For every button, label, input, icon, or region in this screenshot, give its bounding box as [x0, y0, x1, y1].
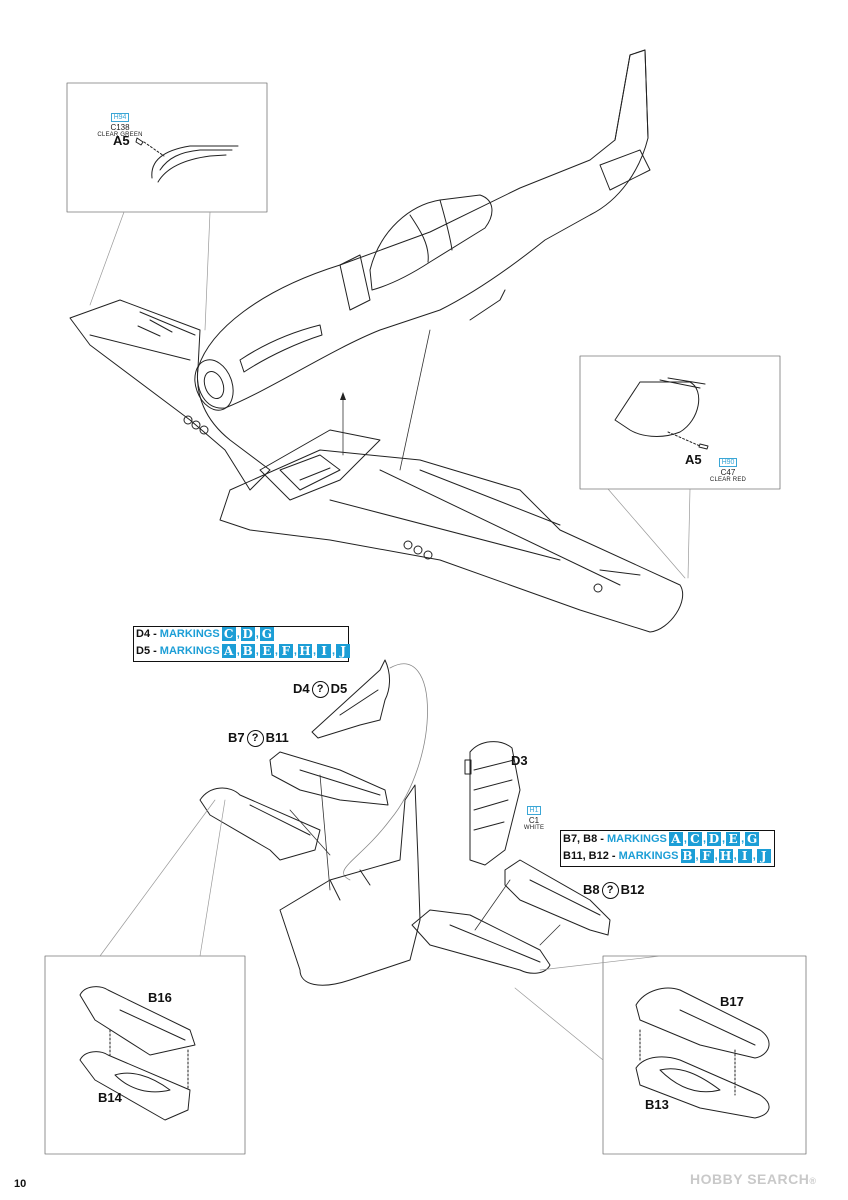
- markings-row-d4: D4 - MARKINGS C, D, G: [136, 627, 274, 641]
- marking-tag: H: [297, 644, 312, 658]
- marking-tag: I: [737, 849, 752, 863]
- fuselage: [196, 49, 649, 409]
- paint-code-badge: H90: [718, 458, 738, 468]
- marking-tag: A: [221, 644, 236, 658]
- part-choice-d4-d5: D4?D5: [293, 681, 347, 699]
- canopy: [369, 194, 493, 291]
- part-ref: B7, B8: [563, 833, 598, 845]
- marking-tag: J: [756, 849, 771, 863]
- stab-b7-b11: [269, 751, 389, 806]
- paint-code-white: H1 C1 WHITE: [520, 800, 548, 831]
- elevator-left: [199, 787, 321, 861]
- question-icon: ?: [601, 882, 619, 900]
- paint-code-clear-red: H90 C47 CLEAR RED: [700, 452, 756, 483]
- markings-row-b7-b8: B7, B8 - MARKINGS A, C, D, E, G: [563, 832, 760, 846]
- connector-arc: [343, 663, 428, 881]
- markings-label: MARKINGS: [159, 628, 220, 640]
- markings-label: MARKINGS: [159, 645, 220, 657]
- part-label-a5-top: A5: [113, 133, 130, 148]
- paint-code-badge: H1: [526, 806, 542, 816]
- marking-tag: E: [259, 644, 274, 658]
- wingtip-detail-top: [151, 145, 239, 183]
- markings-label: MARKINGS: [606, 833, 667, 845]
- color-name: WHITE: [523, 825, 545, 832]
- rudder-d4-d5: [311, 659, 390, 739]
- color-code: C47: [720, 467, 736, 477]
- part-label-a5-right: A5: [685, 452, 702, 467]
- watermark: HOBBY SEARCH®: [690, 1171, 816, 1187]
- paint-code-clear-green: H94 C138 CLEAR GREEN: [92, 107, 148, 138]
- b13-detail: [635, 1056, 770, 1119]
- part-ref: D5: [136, 645, 151, 657]
- part-choice-b7-b11: B7?B11: [228, 730, 289, 748]
- registered-mark: ®: [809, 1176, 817, 1186]
- watermark-text: HOBBY SEARCH: [690, 1171, 810, 1187]
- tail-fuselage: [279, 784, 421, 986]
- page-number: 10: [14, 1178, 27, 1190]
- color-name: CLEAR GREEN: [97, 132, 143, 139]
- marking-tag: H: [718, 849, 733, 863]
- part-ref: D4: [136, 628, 151, 640]
- part-label-b16: B16: [148, 990, 172, 1005]
- paint-code-badge: H94: [110, 113, 130, 123]
- b14-detail: [79, 1051, 191, 1121]
- callout-frame-bottom-left: [44, 955, 246, 1155]
- light-lens-right: [698, 443, 709, 450]
- color-name: CLEAR RED: [709, 477, 747, 484]
- part-label-b17: B17: [720, 994, 744, 1009]
- elevator-right: [411, 909, 551, 974]
- light-lens-top: [135, 137, 144, 146]
- part-choice-b8-b12: B8?B12: [583, 882, 644, 900]
- marking-tag: G: [259, 627, 274, 641]
- vertical-fin: [614, 49, 649, 141]
- b17-detail: [635, 987, 770, 1059]
- question-icon: ?: [246, 730, 264, 748]
- callout-frame-bottom-right: [602, 955, 807, 1155]
- markings-label: MARKINGS: [618, 850, 679, 862]
- marking-tag: B: [240, 644, 255, 658]
- question-icon: ?: [311, 681, 329, 699]
- marking-tag: A: [668, 832, 683, 846]
- color-code: C1: [528, 815, 540, 825]
- marking-tag: C: [687, 832, 702, 846]
- marking-tag: D: [240, 627, 255, 641]
- wingtip-detail-right: [614, 377, 706, 437]
- marking-tag: J: [336, 644, 351, 658]
- callout-frame-top-left: [66, 82, 268, 213]
- marking-tag: F: [699, 849, 714, 863]
- rudder-d3: [469, 741, 521, 866]
- b16-detail: [79, 986, 196, 1056]
- spinner: [194, 359, 234, 411]
- markings-row-b11-b12: B11, B12 - MARKINGS B, F, H, I, J: [563, 849, 772, 863]
- marking-tag: D: [707, 832, 721, 846]
- marking-tag: E: [726, 832, 741, 846]
- part-ref: B11, B12: [563, 850, 609, 862]
- marking-tag: C: [221, 627, 236, 641]
- color-code: C138: [110, 122, 130, 132]
- marking-tag: G: [745, 832, 760, 846]
- callout-frame-right: [579, 355, 781, 490]
- marking-tag: F: [278, 644, 293, 658]
- stab-markings-table: [560, 830, 775, 867]
- marking-tag: B: [680, 849, 695, 863]
- part-label-b14: B14: [98, 1090, 122, 1105]
- left-wing: [69, 299, 271, 491]
- marking-tag: I: [317, 644, 331, 658]
- markings-row-d5: D5 - MARKINGS A, B, E, F, H, I, J: [136, 644, 351, 658]
- stab-b8-b12: [504, 859, 611, 936]
- part-label-b13: B13: [645, 1097, 669, 1112]
- part-label-d3: D3: [511, 753, 528, 768]
- right-wing: [219, 449, 684, 633]
